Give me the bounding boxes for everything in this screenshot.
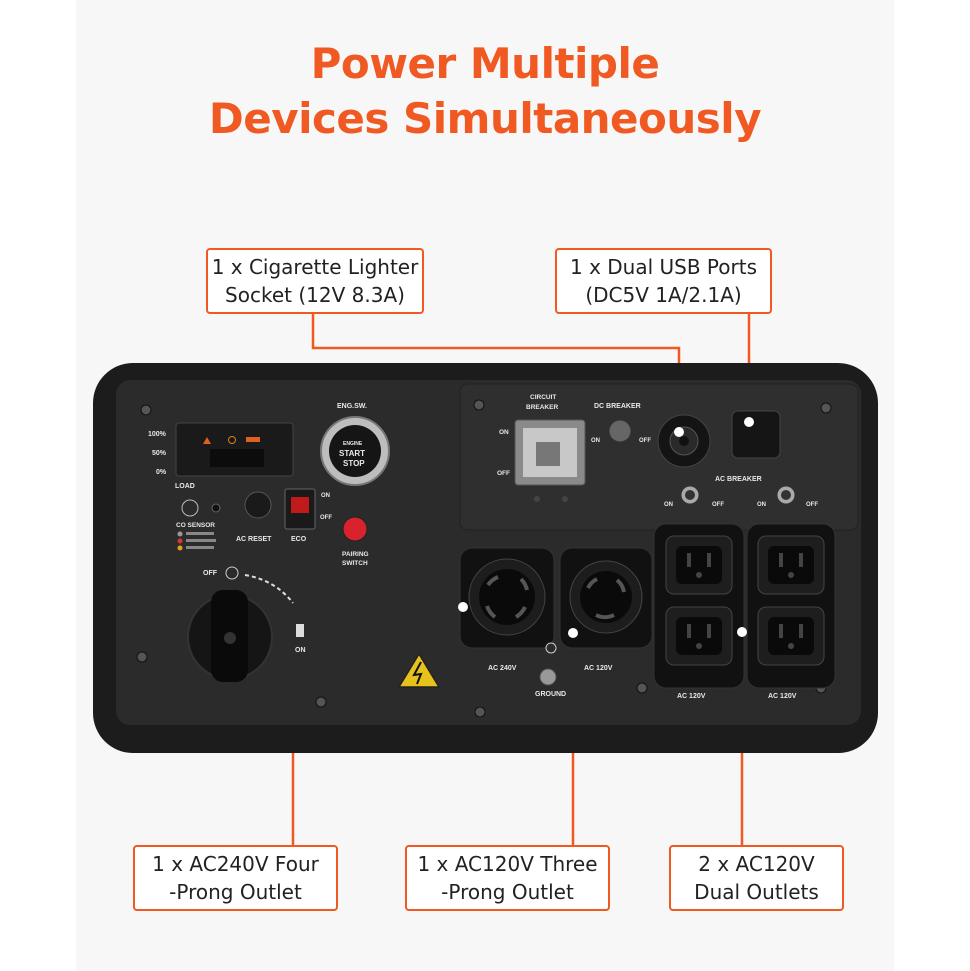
ac-breaker-label: AC BREAKER bbox=[715, 476, 762, 483]
dc-breaker-label: DC BREAKER bbox=[594, 403, 641, 410]
ground-symbol-icon bbox=[545, 642, 557, 654]
load-screen bbox=[210, 449, 264, 467]
ac120-three-label: AC 120V bbox=[584, 665, 613, 672]
headline-line-1: Power Multiple bbox=[310, 39, 660, 88]
co-led bbox=[211, 503, 221, 513]
ac-reset-label: AC RESET bbox=[236, 536, 272, 543]
usb-port-cover[interactable] bbox=[731, 410, 781, 459]
callout-ac120-dual-line2: Dual Outlets bbox=[694, 880, 819, 904]
fuel-icon bbox=[246, 437, 260, 442]
acb2-off: OFF bbox=[806, 502, 818, 508]
eco-on-label: ON bbox=[321, 493, 330, 499]
ground-label: GROUND bbox=[535, 691, 566, 698]
breaker-off-label: OFF bbox=[497, 470, 510, 477]
switch-label: SWITCH bbox=[342, 560, 368, 567]
callout-ac120-three-prong: 1 x AC120V Three -Prong Outlet bbox=[405, 845, 610, 911]
acb1-off: OFF bbox=[712, 502, 724, 508]
load-label: LOAD bbox=[175, 483, 195, 490]
screws bbox=[136, 399, 832, 718]
callout-cigarette-lighter: 1 x Cigarette Lighter Socket (12V 8.3A) bbox=[206, 248, 424, 314]
engine-label: ENGINE bbox=[343, 441, 363, 447]
stop-label: STOP bbox=[343, 459, 365, 468]
ac120-dual-right-label: AC 120V bbox=[768, 693, 797, 700]
callout-cigarette-line2: Socket (12V 8.3A) bbox=[225, 283, 405, 307]
pairing-label: PAIRING bbox=[342, 551, 369, 558]
ac-reset-button[interactable] bbox=[244, 491, 272, 519]
callout-ac240-outlet: 1 x AC240V Four -Prong Outlet bbox=[133, 845, 338, 911]
ground-terminal[interactable] bbox=[539, 668, 557, 686]
start-label: START bbox=[339, 449, 365, 458]
breaker-label: BREAKER bbox=[526, 404, 558, 411]
dc-breaker-button[interactable] bbox=[608, 419, 632, 443]
eco-switch-rocker bbox=[291, 497, 309, 513]
oil-icon bbox=[228, 436, 236, 444]
knob-on-label: ON bbox=[295, 647, 306, 654]
callout-ac120-three-line2: -Prong Outlet bbox=[441, 880, 574, 904]
acb1-on: ON bbox=[664, 502, 673, 508]
leader-dots bbox=[458, 417, 754, 638]
pairing-button[interactable] bbox=[342, 516, 368, 542]
load-50: 50% bbox=[152, 450, 167, 457]
dc-on-label: ON bbox=[591, 438, 600, 444]
breaker-on-label: ON bbox=[499, 429, 509, 436]
co-sensor-label: CO SENSOR bbox=[176, 522, 215, 529]
load-0: 0% bbox=[156, 469, 167, 476]
callout-ac240-line2: -Prong Outlet bbox=[169, 880, 302, 904]
ac240-label: AC 240V bbox=[488, 665, 517, 672]
eco-label: ECO bbox=[291, 536, 307, 543]
callout-usb-ports: 1 x Dual USB Ports (DC5V 1A/2.1A) bbox=[555, 248, 772, 314]
fuel-pump-icon bbox=[296, 624, 304, 637]
warning-icon bbox=[203, 437, 211, 444]
headline-line-2: Devices Simultaneously bbox=[208, 94, 762, 143]
fuel-off-icon bbox=[225, 566, 239, 580]
cloud-icon bbox=[181, 499, 199, 517]
acb2-on: ON bbox=[757, 502, 766, 508]
callout-ac120-three-line1: 1 x AC120V Three bbox=[417, 852, 598, 876]
callout-cigarette-line1: 1 x Cigarette Lighter bbox=[211, 255, 419, 279]
callout-ac120-dual-line1: 2 x AC120V bbox=[698, 852, 815, 876]
ac120-dual-left-label: AC 120V bbox=[677, 693, 706, 700]
dc-off-label: OFF bbox=[639, 438, 651, 444]
load-100: 100% bbox=[148, 431, 167, 438]
high-voltage-warning-icon bbox=[397, 652, 441, 688]
callout-usb-line1: 1 x Dual USB Ports bbox=[569, 255, 757, 279]
eco-off-label: OFF bbox=[320, 515, 332, 521]
eng-sw-label: ENG.SW. bbox=[337, 403, 367, 410]
callout-ac240-line1: 1 x AC240V Four bbox=[152, 852, 319, 876]
callout-ac120-dual-outlets: 2 x AC120V Dual Outlets bbox=[669, 845, 844, 911]
knob-off-label: OFF bbox=[203, 570, 218, 577]
circuit-label: CIRCUIT bbox=[530, 394, 556, 401]
callout-usb-line2: (DC5V 1A/2.1A) bbox=[585, 283, 742, 307]
